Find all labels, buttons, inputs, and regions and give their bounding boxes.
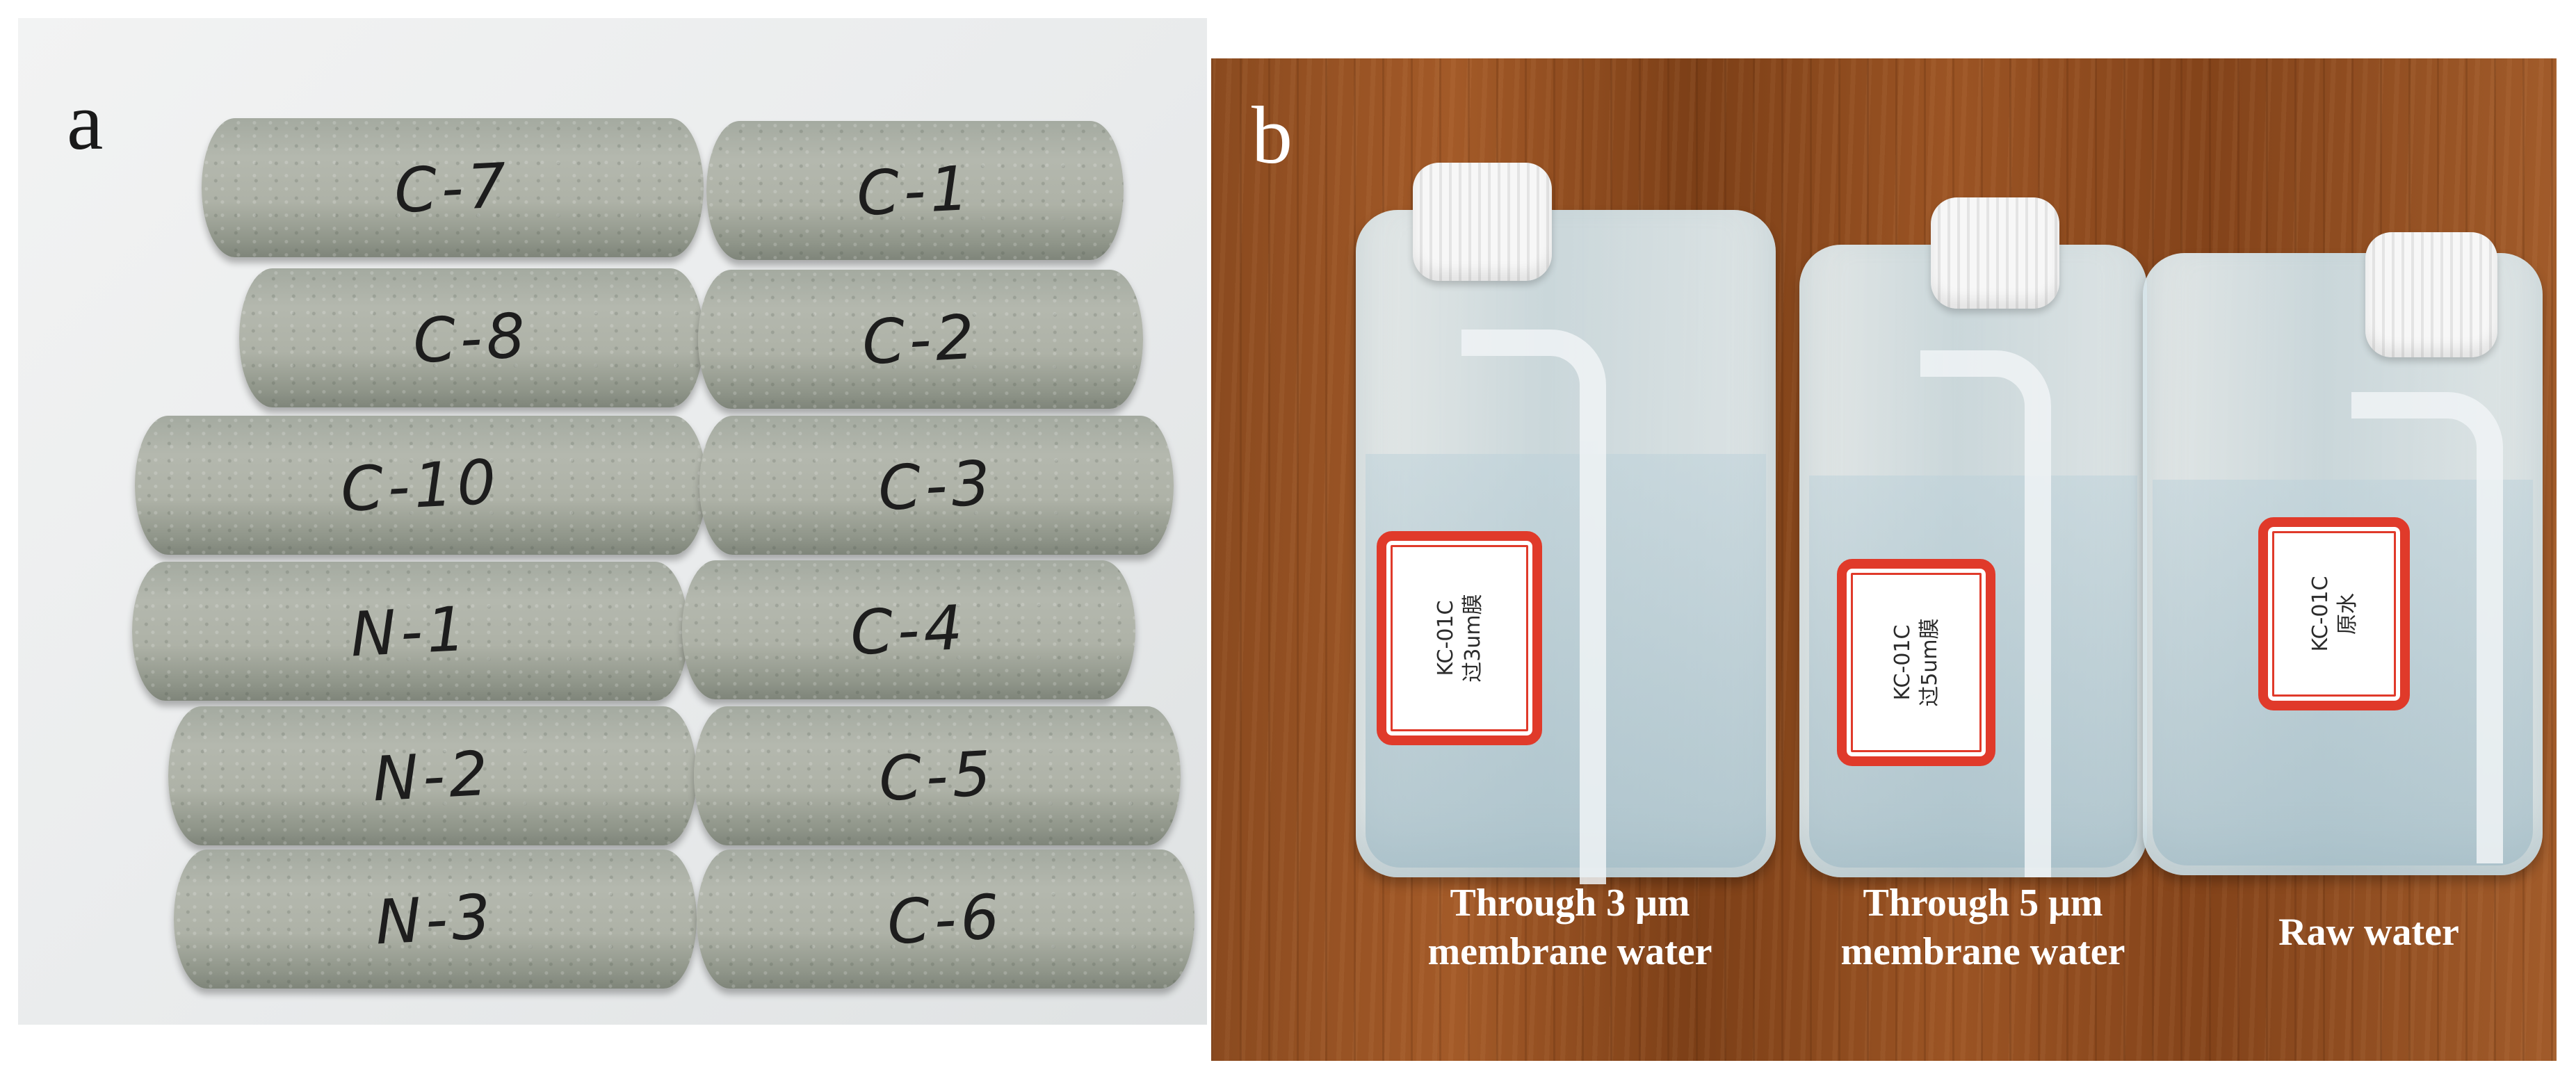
- core-label: C-8: [411, 299, 532, 377]
- panel-a-core-samples: a C-7 C-1 C-8 C-2 C-10 C-3 N-1 C-4 N-2 C…: [18, 18, 1207, 1025]
- core-label: N-2: [371, 737, 494, 815]
- core-label: C-5: [877, 737, 998, 815]
- core-label: N-3: [373, 880, 497, 958]
- core-sample: C-6: [697, 850, 1194, 989]
- panel-b-letter: b: [1251, 90, 1293, 181]
- bottle-cap: [1413, 163, 1552, 281]
- caption-raw: Raw water: [2278, 911, 2459, 954]
- core-sample: N-2: [168, 706, 697, 845]
- bottle-handle: [1461, 330, 1606, 884]
- core-sample: C-7: [202, 118, 704, 257]
- core-sample: C-3: [699, 416, 1174, 555]
- core-sample: N-3: [174, 850, 697, 989]
- bottle-cap: [1931, 197, 2059, 309]
- core-label: C-4: [848, 591, 969, 669]
- caption-3um: Through 3 μm membrane water: [1427, 881, 1712, 973]
- core-label: C-2: [860, 300, 981, 378]
- core-label: C-7: [392, 149, 513, 227]
- core-label: C-6: [885, 880, 1006, 958]
- core-sample: C-2: [698, 270, 1143, 409]
- core-sample: C-1: [706, 121, 1124, 260]
- core-label: N-1: [348, 592, 472, 670]
- water-bottle-3um: [1356, 210, 1776, 877]
- core-sample: C-5: [694, 706, 1181, 845]
- core-label: C-1: [854, 152, 975, 229]
- bottle-cap: [2365, 232, 2497, 357]
- core-sample: C-4: [682, 560, 1135, 699]
- core-label: C-10: [339, 445, 503, 526]
- core-sample: C-8: [239, 268, 704, 407]
- bottle-handle: [2351, 392, 2503, 863]
- core-sample: C-10: [135, 416, 706, 555]
- core-sample: N-1: [132, 562, 688, 701]
- panel-a-letter: a: [67, 76, 104, 167]
- core-label: C-3: [876, 446, 997, 524]
- caption-5um: Through 5 μm membrane water: [1840, 881, 2125, 973]
